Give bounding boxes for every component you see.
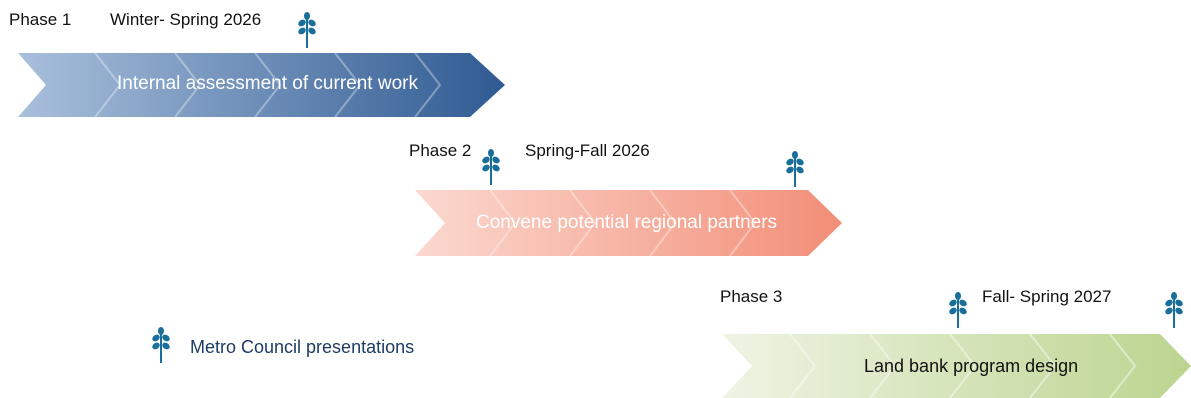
phase-2-label: Phase 2: [409, 141, 472, 160]
phase-2-bar: [415, 189, 842, 257]
phase-3-dates: Fall- Spring 2027: [982, 287, 1112, 306]
phase-2-dates: Spring-Fall 2026: [525, 141, 650, 160]
wheat-sprig-icon: [1165, 292, 1183, 328]
phase-1-bar-label: Internal assessment of current work: [117, 73, 418, 94]
phase-3-label: Phase 3: [720, 287, 783, 306]
wheat-sprig-icon: [298, 12, 316, 48]
phase-3-bar: [722, 333, 1191, 398]
wheat-sprig-icon: [482, 149, 500, 185]
legend-label: Metro Council presentations: [190, 337, 415, 357]
phase-1-dates: Winter- Spring 2026: [110, 10, 262, 29]
phase-1-bar: [18, 52, 505, 118]
wheat-sprig-icon: [949, 292, 967, 328]
wheat-sprig-icon: [786, 151, 804, 187]
wheat-sprig-icon: [152, 327, 170, 363]
phase-3-bar-label: Land bank program design: [864, 356, 1079, 376]
phase-1-label: Phase 1: [9, 10, 72, 29]
phase-2-bar-label: Convene potential regional partners: [476, 212, 778, 233]
